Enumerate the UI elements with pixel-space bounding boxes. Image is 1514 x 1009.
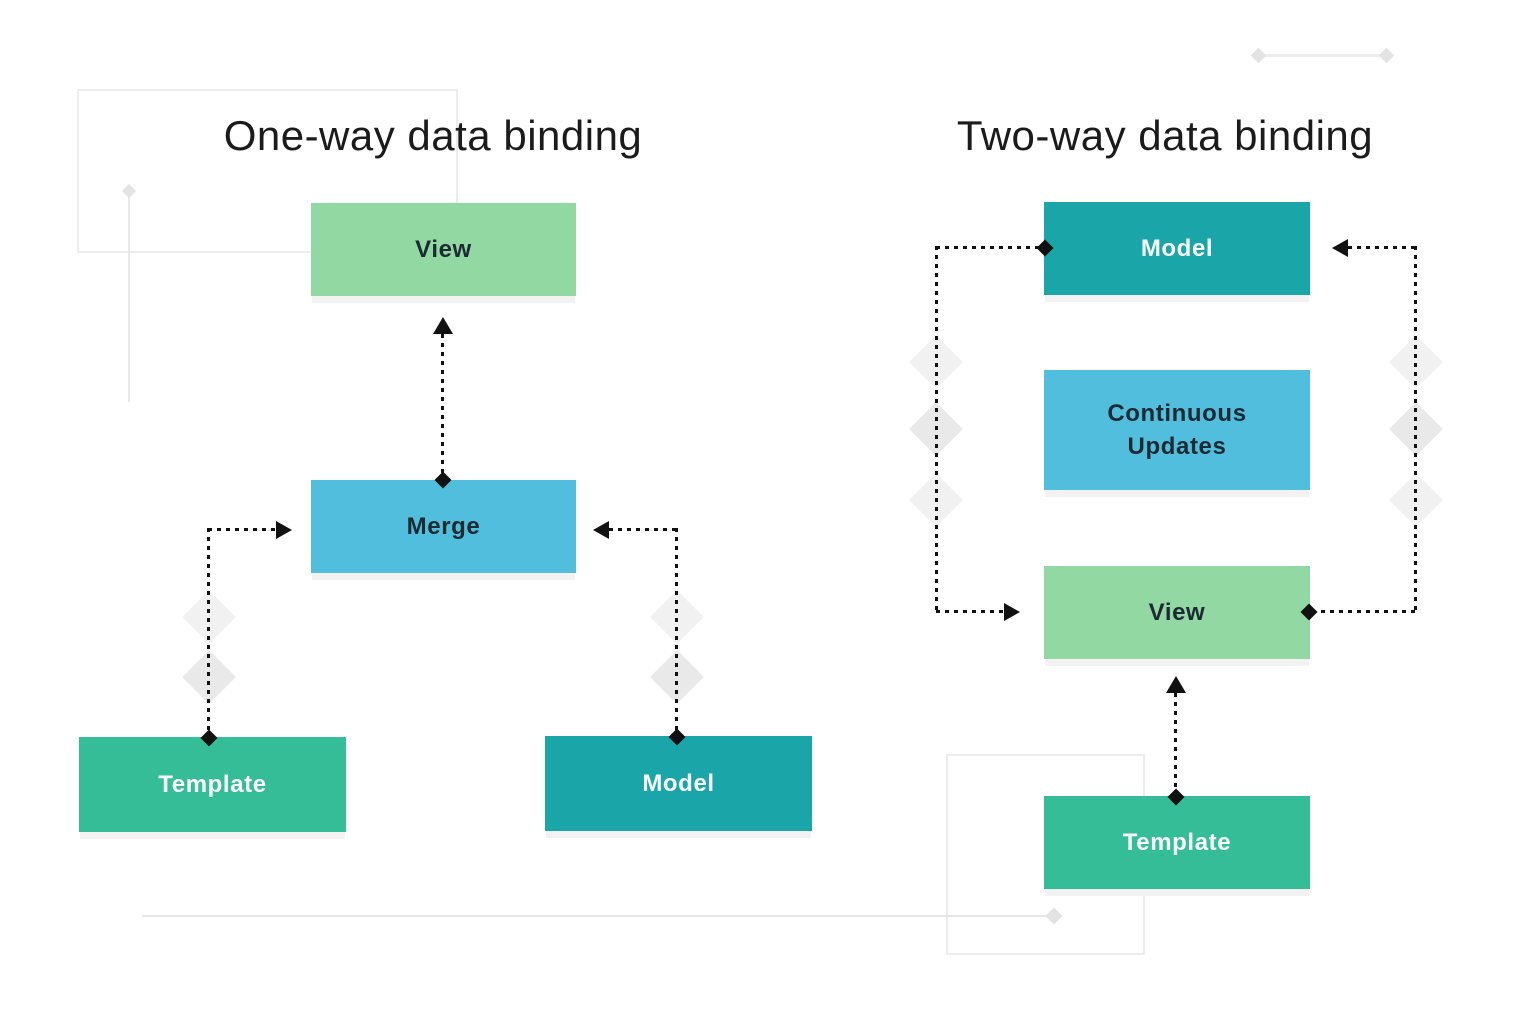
node-label-line: Updates <box>1127 433 1227 460</box>
node-label: Model <box>642 770 715 797</box>
arrowhead-up-icon <box>433 317 453 334</box>
decor-line <box>142 915 1054 917</box>
arrowhead-right-icon <box>1004 603 1020 621</box>
node-label: Template <box>158 771 267 798</box>
dashed-line-merge-to-view <box>441 334 444 474</box>
arrowhead-right-icon <box>276 521 292 539</box>
right-diagram-title: Two-way data binding <box>956 112 1374 159</box>
arrowhead-up-icon <box>1166 676 1186 693</box>
node-model: Model <box>545 736 812 831</box>
decor-diamond-icon <box>1378 47 1395 64</box>
node-view: View <box>311 203 576 296</box>
decor-rect <box>77 89 458 253</box>
dashed-line-template-to-merge <box>208 528 276 531</box>
dashed-line-model-to-merge <box>675 528 678 735</box>
node-label: View <box>1148 599 1206 626</box>
node-model: Model <box>1044 202 1310 295</box>
node-merge: Merge <box>311 480 576 573</box>
node-view: View <box>1044 566 1310 659</box>
dashed-line-view-to-model <box>1414 246 1417 612</box>
node-label: Model <box>1140 235 1214 262</box>
dashed-line-view-to-model <box>1312 610 1416 613</box>
node-continuous-updates: Continuous Updates <box>1044 370 1310 490</box>
node-template: Template <box>79 737 346 832</box>
dashed-line-view-to-model <box>1348 246 1417 249</box>
node-template: Template <box>1044 796 1310 889</box>
node-label: Template <box>1122 829 1232 856</box>
left-diagram-title: One-way data binding <box>223 112 643 159</box>
arrowhead-left-icon <box>1332 239 1348 257</box>
decor-line <box>128 191 130 402</box>
node-label: View <box>415 236 472 263</box>
dashed-line-template-to-merge <box>207 528 210 736</box>
decor-line <box>1259 54 1387 57</box>
dashed-line-model-to-view <box>936 246 1044 249</box>
arrowhead-left-icon <box>593 521 609 539</box>
node-label-line: Continuous <box>1107 400 1247 427</box>
node-label: Merge <box>406 513 481 540</box>
dashed-line-model-to-view <box>935 246 938 612</box>
dashed-line-model-to-merge <box>609 528 677 531</box>
decor-diamond-icon <box>1250 47 1267 64</box>
dashed-line-template-to-view <box>1174 693 1177 797</box>
dashed-line-model-to-view <box>936 610 1004 613</box>
